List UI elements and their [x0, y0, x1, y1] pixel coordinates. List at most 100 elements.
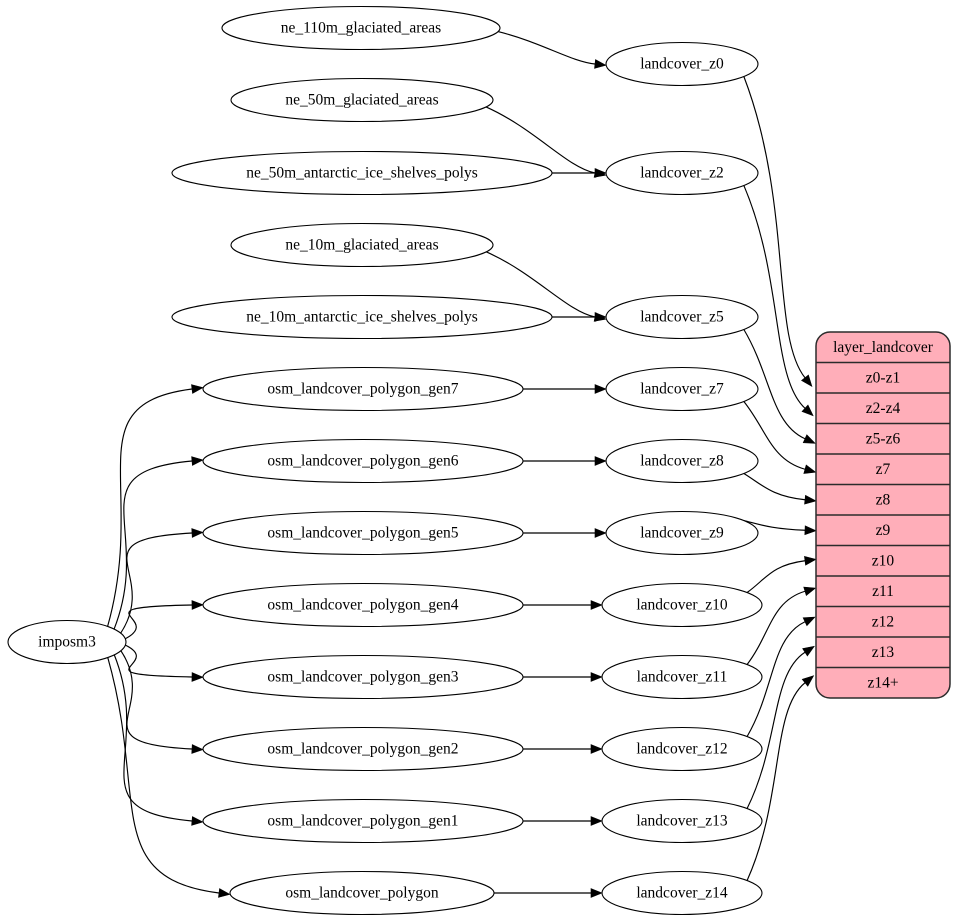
edge-arrowhead — [802, 645, 815, 657]
graph-edge — [107, 657, 231, 898]
edge-path — [746, 682, 806, 881]
edge-path — [125, 644, 193, 678]
node-ellipse — [601, 582, 763, 628]
graph-edge — [746, 645, 815, 809]
node-ellipse — [171, 294, 553, 340]
edge-arrowhead — [804, 525, 817, 536]
node-label: landcover_z2 — [640, 165, 724, 182]
node-label: osm_landcover_polygon_gen2 — [267, 741, 458, 758]
graph-node-osm_landcover_polygon_gen5[interactable]: osm_landcover_polygon_gen5 — [202, 510, 524, 556]
graph-edge — [493, 888, 603, 898]
edge-arrowhead — [590, 600, 603, 610]
record-row-label-z13[interactable]: z13 — [872, 644, 895, 661]
graph-node-landcover_z11[interactable]: landcover_z11 — [601, 654, 763, 700]
record-header-label[interactable]: layer_landcover — [833, 339, 934, 356]
graph-node-ne_50m_antarctic_ice_shelves_polys[interactable]: ne_50m_antarctic_ice_shelves_polys — [171, 150, 553, 196]
node-ellipse — [202, 510, 524, 556]
node-label: osm_landcover_polygon_gen6 — [267, 453, 458, 470]
node-ellipse — [202, 654, 524, 700]
node-ellipse — [229, 870, 495, 916]
edge-arrowhead — [594, 312, 607, 322]
graph-edge — [113, 456, 204, 630]
graph-edge — [107, 384, 204, 627]
graph-node-ne_50m_glaciated_areas[interactable]: ne_50m_glaciated_areas — [230, 77, 494, 123]
graph-edge — [523, 528, 607, 538]
record-row-label-z2-z4[interactable]: z2-z4 — [866, 400, 901, 417]
node-ellipse — [605, 366, 759, 412]
edge-path — [743, 76, 806, 379]
edge-arrowhead — [590, 744, 603, 754]
node-ellipse — [601, 726, 763, 772]
graph-node-osm_landcover_polygon[interactable]: osm_landcover_polygon — [229, 870, 495, 916]
graph-edge — [743, 76, 813, 387]
record-row-label-z12[interactable]: z12 — [872, 613, 894, 630]
graph-node-landcover_z5[interactable]: landcover_z5 — [605, 294, 759, 340]
graph-node-landcover_z9[interactable]: landcover_z9 — [605, 510, 759, 556]
edge-arrowhead — [801, 404, 814, 417]
node-ellipse — [601, 654, 763, 700]
graph-node-landcover_z2[interactable]: landcover_z2 — [605, 150, 759, 196]
node-label: osm_landcover_polygon_gen4 — [267, 597, 458, 614]
graph-node-landcover_z12[interactable]: landcover_z12 — [601, 726, 763, 772]
graph-node-osm_landcover_polygon_gen4[interactable]: osm_landcover_polygon_gen4 — [202, 582, 524, 628]
edge-arrowhead — [594, 59, 607, 69]
graph-node-ne_10m_glaciated_areas[interactable]: ne_10m_glaciated_areas — [230, 222, 494, 268]
edge-path — [743, 329, 806, 440]
graph-node-osm_landcover_polygon_gen7[interactable]: osm_landcover_polygon_gen7 — [202, 366, 524, 412]
graph-node-imposm3[interactable]: imposm3 — [7, 619, 127, 665]
node-ellipse — [601, 798, 763, 844]
node-label: osm_landcover_polygon_gen5 — [267, 525, 458, 542]
record-row-label-z0-z1[interactable]: z0-z1 — [866, 369, 900, 386]
graph-node-osm_landcover_polygon_gen6[interactable]: osm_landcover_polygon_gen6 — [202, 438, 524, 484]
record-row-label-z8[interactable]: z8 — [876, 491, 891, 508]
node-ellipse — [202, 726, 524, 772]
graph-edge — [743, 185, 814, 417]
graph-node-osm_landcover_polygon_gen3[interactable]: osm_landcover_polygon_gen3 — [202, 654, 524, 700]
edge-path — [125, 604, 193, 640]
graph-node-ne_110m_glaciated_areas[interactable]: ne_110m_glaciated_areas — [221, 5, 501, 51]
record-row-label-z10[interactable]: z10 — [872, 552, 895, 569]
node-ellipse — [202, 798, 524, 844]
graph-node-landcover_z8[interactable]: landcover_z8 — [605, 438, 759, 484]
edge-path — [746, 560, 806, 593]
record-node-layer-landcover[interactable]: layer_landcover z0-z1 z2-z4 z5-z6 z7 z8 z9 z10 z… — [815, 331, 951, 699]
node-label: landcover_z14 — [636, 885, 727, 902]
graph-node-osm_landcover_polygon_gen1[interactable]: osm_landcover_polygon_gen1 — [202, 798, 524, 844]
graph-node-landcover_z13[interactable]: landcover_z13 — [601, 798, 763, 844]
edge-arrowhead — [191, 456, 204, 466]
edge-arrowhead — [191, 816, 204, 826]
graph-node-landcover_z0[interactable]: landcover_z0 — [605, 41, 759, 87]
graph-edge — [125, 644, 204, 682]
node-label: landcover_z9 — [640, 525, 724, 542]
graph-edge — [746, 586, 817, 665]
graph-edge — [552, 168, 607, 178]
graph-node-landcover_z7[interactable]: landcover_z7 — [605, 366, 759, 412]
node-label: landcover_z10 — [636, 597, 727, 614]
node-label: osm_landcover_polygon_gen3 — [267, 669, 458, 686]
node-label: landcover_z5 — [640, 309, 724, 326]
graph-node-landcover_z14[interactable]: landcover_z14 — [601, 870, 763, 916]
record-row-label-z14+[interactable]: z14+ — [867, 674, 898, 691]
graph-node-ne_10m_antarctic_ice_shelves_polys[interactable]: ne_10m_antarctic_ice_shelves_polys — [171, 294, 553, 340]
graph-node-osm_landcover_polygon_gen2[interactable]: osm_landcover_polygon_gen2 — [202, 726, 524, 772]
node-ellipse — [605, 294, 759, 340]
edge-path — [107, 388, 193, 627]
record-row-label-z9[interactable]: z9 — [876, 522, 891, 539]
edge-arrowhead — [801, 374, 813, 387]
record-layer: layer_landcover z0-z1 z2-z4 z5-z6 z7 z8 z9 z10 z… — [815, 331, 951, 699]
node-label: landcover_z0 — [640, 56, 724, 73]
edge-path — [743, 519, 806, 531]
record-row-label-z5-z6[interactable]: z5-z6 — [866, 430, 901, 447]
edge-arrowhead — [803, 586, 817, 596]
graph-node-landcover_z10[interactable]: landcover_z10 — [601, 582, 763, 628]
record-row-label-z7[interactable]: z7 — [876, 461, 891, 478]
edge-path — [746, 651, 806, 809]
node-ellipse — [202, 438, 524, 484]
graph-edge — [522, 744, 603, 754]
record-row-label-z11[interactable]: z11 — [872, 583, 894, 600]
graph-edge — [523, 816, 603, 826]
edge-path — [113, 460, 193, 630]
node-ellipse — [605, 438, 759, 484]
node-label: osm_landcover_polygon_gen7 — [267, 381, 458, 398]
edge-path — [120, 650, 193, 750]
